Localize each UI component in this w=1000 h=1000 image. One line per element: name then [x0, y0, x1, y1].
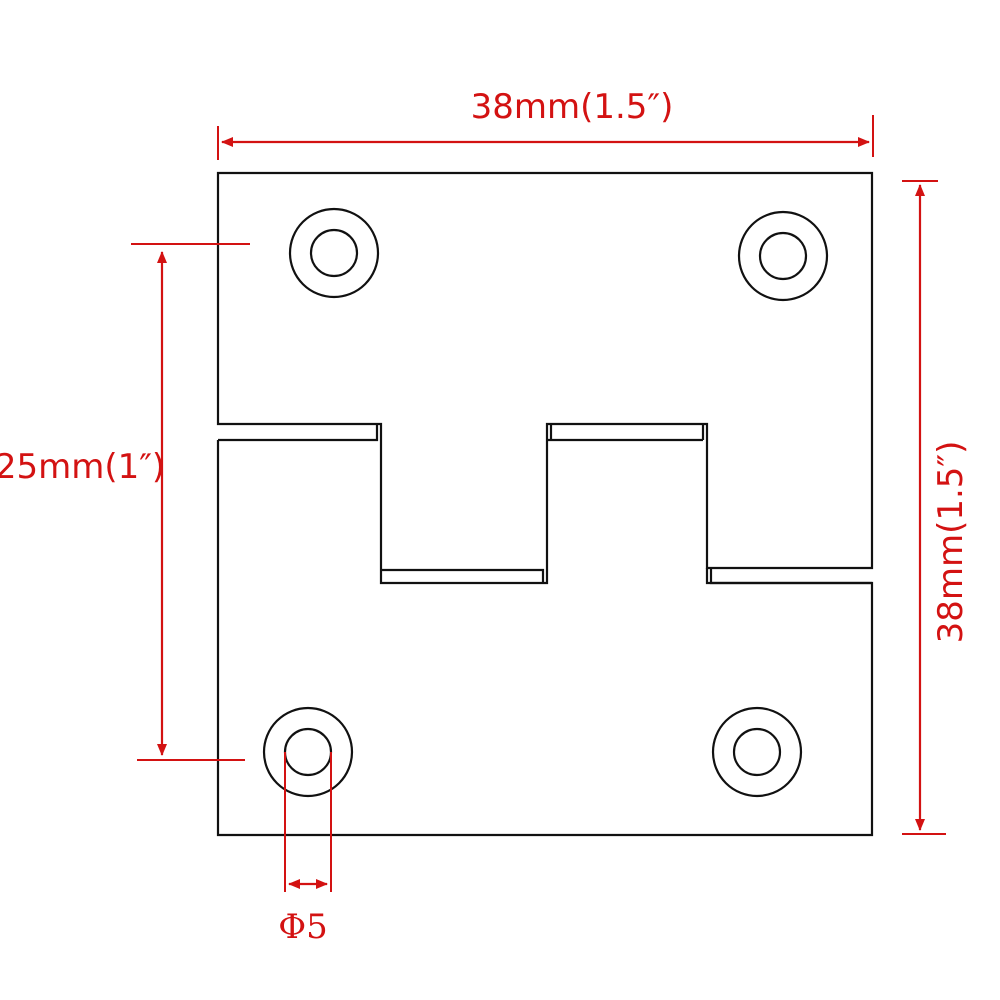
screw-hole-top-left: [288, 207, 380, 299]
screw-hole-top-right: [737, 210, 829, 302]
hole-diameter-dimension: Φ5: [278, 752, 332, 947]
screw-hole-bottom-right: [711, 706, 803, 798]
upper-leaf-right-knuckle-edge: [705, 568, 872, 585]
height-label: 38mm(1.5″): [931, 441, 971, 644]
width-dimension: 38mm(1.5″): [217, 87, 874, 160]
screw-hole-bottom-left: [262, 706, 354, 798]
height-dimension: 38mm(1.5″): [902, 180, 971, 835]
upper-hinge-leaf: [216, 171, 874, 585]
lower-hinge-leaf: [216, 438, 874, 837]
hole-spacing-label: 25mm(1″): [0, 447, 165, 487]
lower-leaf-knuckle-gap: [549, 424, 705, 440]
width-label: 38mm(1.5″): [471, 87, 674, 127]
lower-leaf-knuckle-middle: [381, 568, 545, 583]
lower-leaf-knuckle-left: [218, 424, 379, 442]
hole-spacing-dimension: 25mm(1″): [0, 243, 250, 761]
hole-diameter-label: Φ5: [278, 907, 328, 947]
